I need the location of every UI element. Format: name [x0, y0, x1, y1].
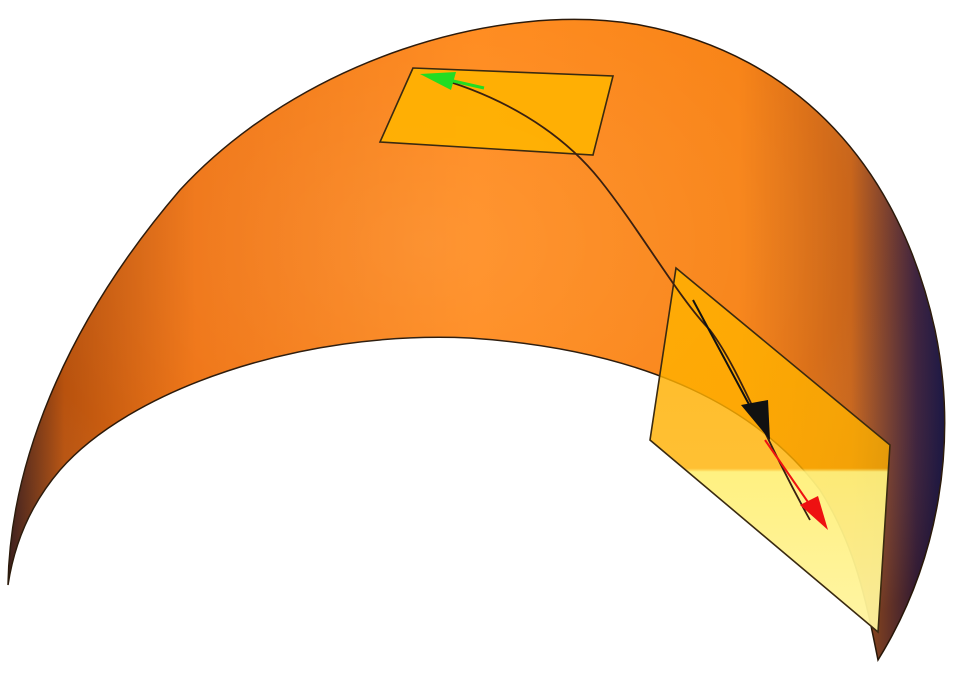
tangent-plane-start [380, 68, 613, 155]
